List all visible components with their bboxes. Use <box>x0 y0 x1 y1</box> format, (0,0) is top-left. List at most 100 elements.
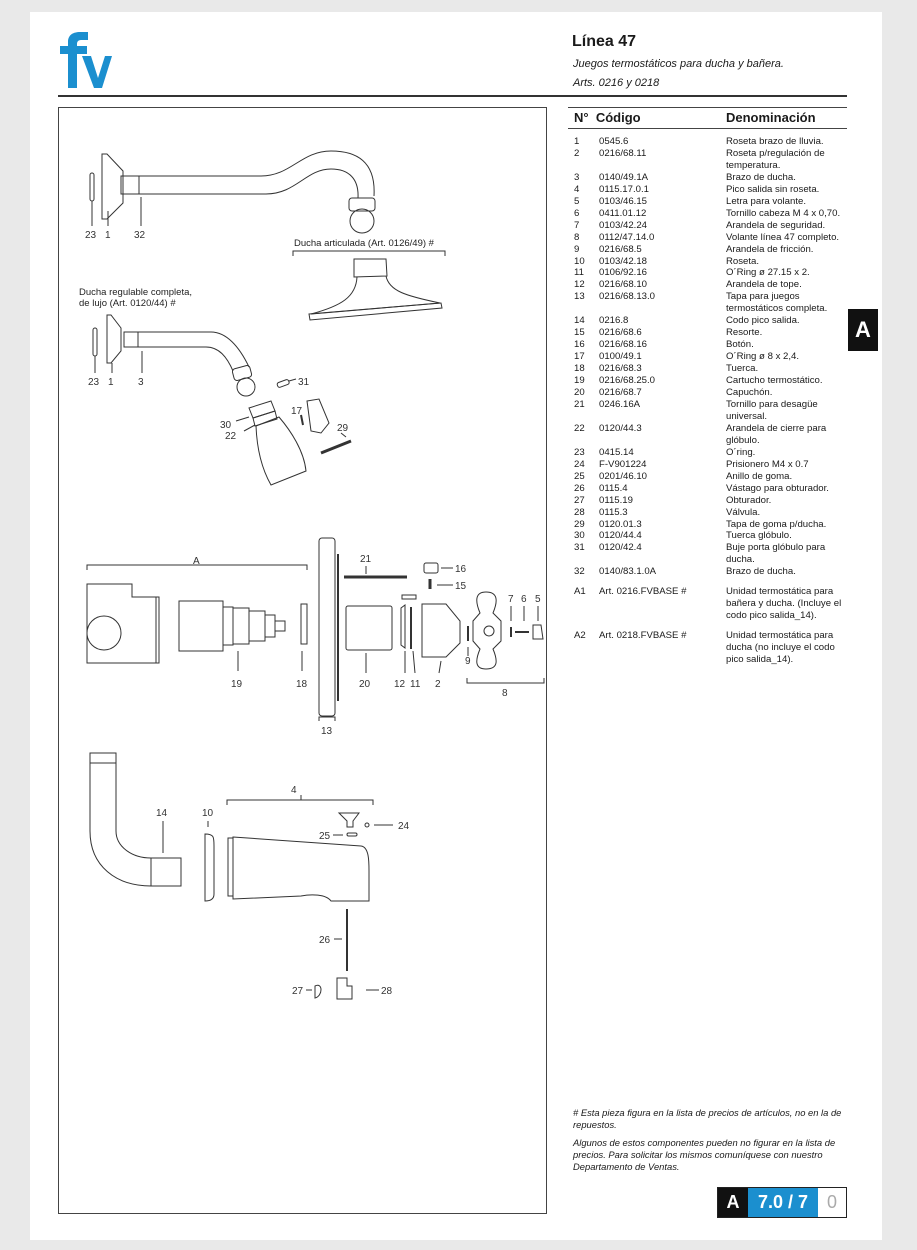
ball-joint <box>349 208 375 234</box>
label-15: 15 <box>455 581 467 592</box>
cell-code: 0216/68.16 <box>599 339 648 351</box>
cell-description: O´Ring ø 8 x 2,4. <box>726 351 800 363</box>
cell-description: O´ring. <box>726 446 756 458</box>
cell-code: 0120/42.4 <box>599 542 642 554</box>
part-16-button <box>423 562 439 574</box>
label-14: 14 <box>156 808 168 819</box>
cell-number: 25 <box>574 470 585 482</box>
cell-number: 2 <box>574 147 580 159</box>
cell-number: 21 <box>574 398 585 410</box>
cell-number: 1 <box>574 136 580 147</box>
cell-description: Válvula. <box>726 506 761 518</box>
page-subtitle: Juegos termostáticos para ducha y bañera… <box>573 58 784 70</box>
part-12-top <box>401 594 417 600</box>
label-1: 1 <box>108 377 114 388</box>
header-code: Código <box>595 110 641 125</box>
cell-code: 0415.14 <box>599 446 634 458</box>
cell-description: Volante línea 47 completo. <box>726 231 840 243</box>
part-20-cap <box>345 605 393 651</box>
cell-code: 0103/46.15 <box>599 195 648 207</box>
arm-nut <box>348 197 376 212</box>
label-16: 16 <box>455 564 467 575</box>
part-24-knob <box>337 812 360 828</box>
part-4-spout <box>232 836 370 902</box>
label-26: 26 <box>319 935 331 946</box>
part-23-oring-b <box>92 327 98 357</box>
tub-spout-assembly <box>89 752 393 1000</box>
cell-code: 0120/44.3 <box>599 422 642 434</box>
ball-joint-b <box>236 377 256 397</box>
cell-description: Obturador. <box>726 494 772 506</box>
cell-description: Prisionero M4 x 0.7 <box>726 458 809 470</box>
exploded-diagram: 23 1 32 Ducha articulada (Art. 0126/49) … <box>58 107 547 1214</box>
header-number: N° <box>574 110 589 125</box>
diagram-drawing: 23 1 32 Ducha articulada (Art. 0126/49) … <box>79 150 545 1000</box>
footnote-hash: # Esta pieza figura en la lista de preci… <box>573 1107 842 1130</box>
shower-lever <box>306 398 330 434</box>
cell-code: 0115.19 <box>599 494 633 506</box>
cell-code: 0120/44.4 <box>599 530 642 542</box>
cell-number: 29 <box>574 518 585 530</box>
part-17-oring <box>300 414 304 426</box>
label-23: 23 <box>88 377 100 388</box>
elbow-thread <box>150 857 182 887</box>
table-row: 27 0115.19 Obturador. <box>574 495 854 507</box>
cell-description: Tapa para juegos termostáticos completa. <box>726 291 828 315</box>
cell-code: 0115.3 <box>599 506 628 518</box>
shower-head-plate <box>308 302 443 321</box>
cell-number: 19 <box>574 375 585 387</box>
cell-code: 0216/68.10 <box>599 279 648 291</box>
page-badge: A 7.0 / 7 0 <box>717 1187 847 1218</box>
cell-code: Art. 0218.FVBASE # <box>599 630 687 642</box>
arm-thread <box>120 175 140 195</box>
cell-number: 9 <box>574 243 580 255</box>
cell-description: Cartucho termostático. <box>726 375 823 387</box>
label-3: 3 <box>138 377 144 388</box>
cell-code: 0216/68.6 <box>599 327 642 339</box>
cell-number: 27 <box>574 494 585 506</box>
cell-description: Tapa de goma p/ducha. <box>726 518 827 530</box>
cell-description: Tornillo para desagüe universal. <box>726 398 818 422</box>
cell-number: 7 <box>574 219 580 231</box>
cell-code: 0106/92.16 <box>599 267 648 279</box>
cell-description: Resorte. <box>726 327 763 339</box>
rain-shower-arm-assembly <box>89 150 446 321</box>
cell-description: Vástago para obturador. <box>726 482 829 494</box>
part-2-rosette <box>421 603 461 658</box>
label-9: 9 <box>465 656 471 667</box>
cell-code: 0246.16A <box>599 398 641 410</box>
part-10-rosette <box>204 833 215 902</box>
label-23: 23 <box>85 230 97 241</box>
cell-code: 0100/49.1 <box>599 351 642 363</box>
cell-code: Art. 0216.FVBASE # <box>599 586 687 598</box>
cell-code: 0216/68.5 <box>599 243 642 255</box>
cell-number: 16 <box>574 339 585 351</box>
badge-section: A <box>718 1188 748 1217</box>
badge-revision: 0 <box>818 1188 846 1217</box>
thermostatic-valve-assembly <box>86 537 545 721</box>
cell-number: 4 <box>574 183 580 195</box>
cell-description: Tornillo cabeza M 4 x 0,70. <box>726 207 841 219</box>
label-30: 30 <box>220 420 232 431</box>
cell-number: 26 <box>574 482 585 494</box>
cell-code: 0115.4 <box>599 482 628 494</box>
cartridge-knurl <box>232 607 250 645</box>
label-32: 32 <box>134 230 146 241</box>
